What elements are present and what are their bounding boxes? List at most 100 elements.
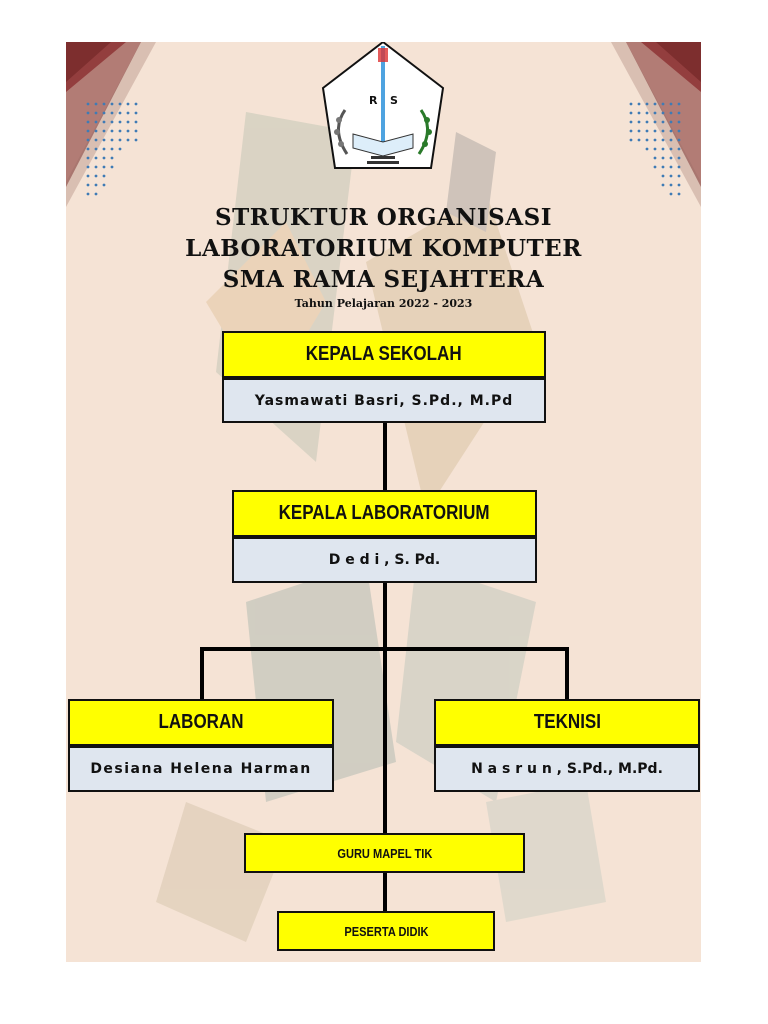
decorative-dot [126, 138, 130, 142]
decorative-dot [134, 138, 138, 142]
decorative-dot [653, 120, 657, 124]
decorative-dot [653, 147, 657, 151]
decorative-dot [102, 102, 106, 106]
connector-to-laboran [200, 647, 204, 700]
teknisi-name-box: N a s r u n , S.Pd., M.Pd. [434, 746, 700, 792]
decorative-dot [94, 192, 98, 196]
corner-left-decoration [66, 42, 156, 207]
guru-mapel-role: GURU MAPEL TIK [337, 845, 432, 861]
decorative-dot [661, 111, 665, 115]
decorative-dot [661, 165, 665, 169]
teknisi-name: N a s r u n , S.Pd., M.Pd. [471, 761, 663, 777]
kepala-sekolah-name-box: Yasmawati Basri, S.Pd., M.Pd [222, 378, 546, 423]
decorative-dot [677, 129, 681, 133]
decorative-dot [118, 138, 122, 142]
decorative-dot [653, 129, 657, 133]
decorative-dot [86, 111, 90, 115]
decorative-dot [669, 165, 673, 169]
decorative-dot [94, 138, 98, 142]
decorative-dot [637, 102, 641, 106]
decorative-dot [102, 183, 106, 187]
decorative-dot [126, 120, 130, 124]
decorative-dot [86, 147, 90, 151]
laboran-name-box: Desiana Helena Harman [68, 746, 334, 792]
decorative-dot [629, 138, 633, 142]
dot-pattern-left [86, 102, 138, 196]
decorative-dot [669, 192, 673, 196]
decorative-dot [102, 138, 106, 142]
decorative-dot [86, 156, 90, 160]
decorative-dot [653, 165, 657, 169]
decorative-dot [669, 183, 673, 187]
decorative-dot [86, 192, 90, 196]
decorative-dot [94, 156, 98, 160]
decorative-dot [86, 102, 90, 106]
kepala-sekolah-role: KEPALA SEKOLAH [306, 343, 462, 365]
logo-letter-r: R [369, 94, 378, 107]
peserta-didik-box: PESERTA DIDIK [277, 911, 495, 951]
decorative-dot [94, 165, 98, 169]
decorative-dot [653, 102, 657, 106]
bg-shape-8 [486, 782, 606, 922]
decorative-dot [637, 120, 641, 124]
decorative-dot [118, 111, 122, 115]
logo-letter-s: S [390, 94, 398, 107]
decorative-dot [661, 129, 665, 133]
school-logo: R S [321, 42, 445, 169]
decorative-dot [677, 165, 681, 169]
laboran-name: Desiana Helena Harman [90, 761, 312, 777]
decorative-dot [677, 156, 681, 160]
bg-shape-3 [206, 222, 326, 402]
decorative-dot [102, 156, 106, 160]
decorative-dot [669, 156, 673, 160]
decorative-dot [110, 111, 114, 115]
decorative-dot [661, 147, 665, 151]
decorative-dot [653, 138, 657, 142]
decorative-dot [110, 120, 114, 124]
decorative-dot [94, 129, 98, 133]
decorative-dot [645, 102, 649, 106]
decorative-dot [126, 129, 130, 133]
corner-right-decoration [611, 42, 701, 207]
peserta-didik-role: PESERTA DIDIK [343, 923, 429, 939]
decorative-dot [110, 102, 114, 106]
decorative-dot [134, 120, 138, 124]
decorative-dot [94, 147, 98, 151]
kepala-lab-role-box: KEPALA LABORATORIUM [232, 490, 537, 537]
kepala-lab-name-box: D e d i , S. Pd. [232, 537, 537, 583]
decorative-dot [86, 120, 90, 124]
decorative-dot [94, 120, 98, 124]
decorative-dot [645, 120, 649, 124]
decorative-dot [677, 192, 681, 196]
connector-horizontal [200, 647, 569, 651]
decorative-dot [134, 111, 138, 115]
decorative-dot [661, 102, 665, 106]
decorative-dot [653, 156, 657, 160]
decorative-dot [629, 120, 633, 124]
poster: R S STRUKTUR ORGANISASI LABORATORIUM KOM… [66, 42, 701, 962]
teknisi-role-box: TEKNISI [434, 699, 700, 746]
title-line-2: LABORATORIUM KOMPUTER [185, 235, 582, 262]
decorative-dot [677, 102, 681, 106]
decorative-dot [645, 111, 649, 115]
decorative-dot [110, 138, 114, 142]
title-line-3: SMA RAMA SEJAHTERA [222, 266, 545, 293]
laboran-role: LABORAN [158, 711, 244, 733]
decorative-dot [637, 138, 641, 142]
decorative-dot [118, 147, 122, 151]
decorative-dot [94, 183, 98, 187]
decorative-dot [94, 102, 98, 106]
decorative-dot [102, 174, 106, 178]
decorative-dot [661, 156, 665, 160]
decorative-dot [102, 111, 106, 115]
decorative-dot [118, 120, 122, 124]
decorative-dot [645, 147, 649, 151]
decorative-dot [661, 183, 665, 187]
decorative-dot [86, 183, 90, 187]
decorative-dot [94, 111, 98, 115]
kepala-sekolah-role-box: KEPALA SEKOLAH [222, 331, 546, 378]
teknisi-role: TEKNISI [533, 711, 601, 733]
decorative-dot [110, 147, 114, 151]
decorative-dot [110, 129, 114, 133]
decorative-dot [677, 120, 681, 124]
